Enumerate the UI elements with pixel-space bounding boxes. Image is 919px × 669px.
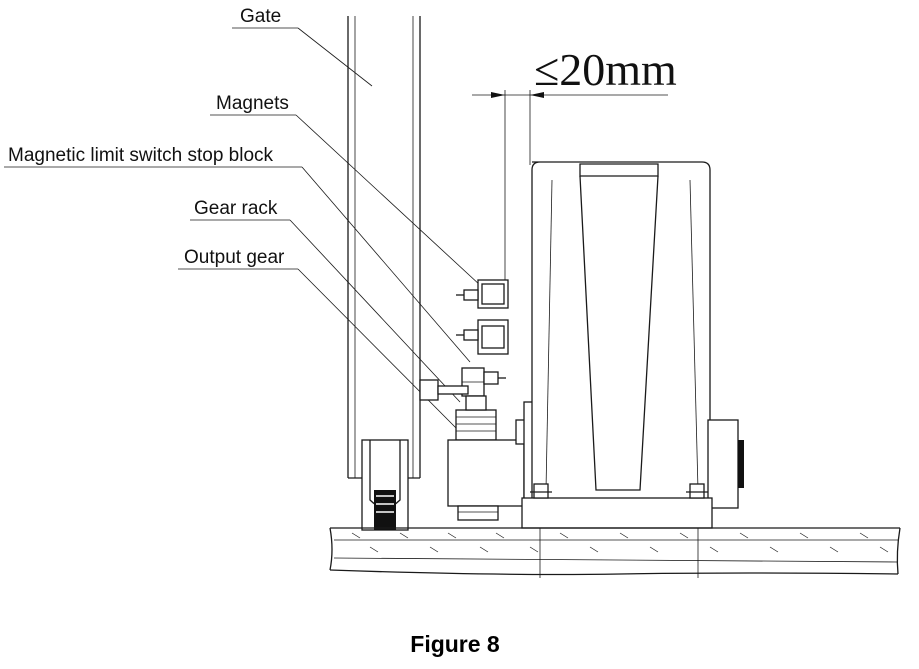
figure-caption: Figure 8 — [410, 631, 500, 657]
label-output-gear-text: Output gear — [184, 247, 285, 268]
base-plate — [521, 483, 713, 529]
leader-line-magnets — [295, 114, 495, 299]
leader-line-output-gear — [297, 268, 463, 435]
label-limit-switch-block: Magnetic limit switch stop block — [4, 145, 471, 363]
leader-line-gate — [297, 27, 373, 87]
label-magnets-text: Magnets — [216, 93, 289, 114]
label-gate: Gate — [232, 6, 373, 87]
roller-wheel — [374, 490, 396, 530]
label-gear-rack-text: Gear rack — [194, 198, 278, 219]
dimension-text: ≤20mm — [534, 44, 677, 95]
gate-post — [347, 16, 421, 479]
ground-foundation — [329, 527, 901, 578]
gear-rack — [419, 379, 469, 401]
output-gear — [455, 395, 497, 441]
label-output-gear: Output gear — [178, 247, 463, 435]
magnets — [456, 279, 509, 355]
motor-housing — [531, 161, 744, 509]
leader-line-gear-rack — [289, 219, 461, 403]
label-gate-text: Gate — [240, 6, 281, 27]
label-gear-rack: Gear rack — [190, 198, 461, 403]
label-magnets: Magnets — [210, 93, 495, 299]
gate-roller — [361, 439, 409, 531]
leader-line-limit-block — [301, 166, 471, 363]
dimension-gap: ≤20mm — [472, 44, 677, 300]
gearbox — [447, 401, 535, 521]
label-limit-block-text: Magnetic limit switch stop block — [8, 145, 274, 166]
